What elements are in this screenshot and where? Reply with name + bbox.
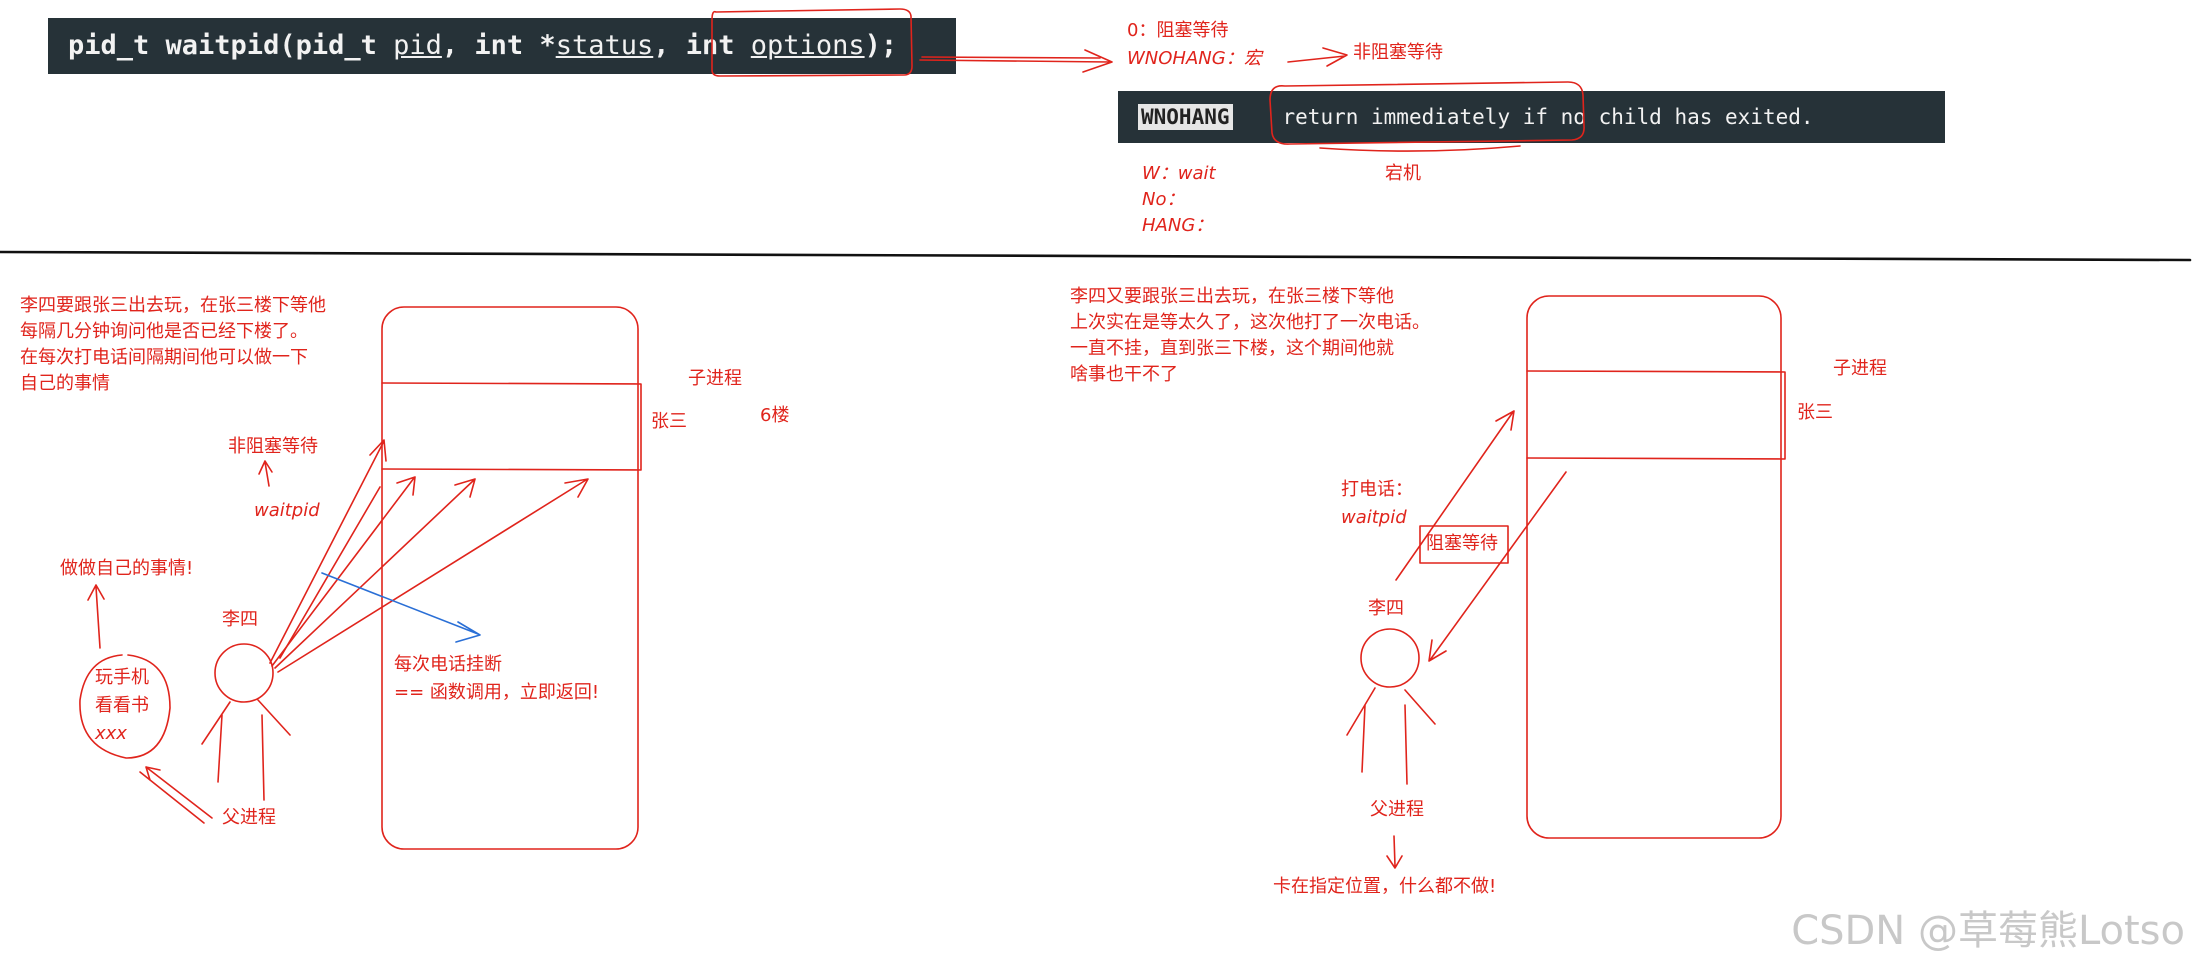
right-blocking-label: 阻塞等待 (1426, 533, 1498, 554)
right-call-arrow (1395, 410, 1515, 581)
left-call-arrow (277, 478, 589, 673)
left-child-process-label: 子进程 (688, 368, 742, 389)
left-story-line: 李四要跟张三出去玩，在张三楼下等他 (20, 295, 326, 316)
note-nonblocking-wait: 非阻塞等待 (1353, 42, 1443, 63)
left-activity: 玩手机 (95, 667, 149, 688)
stuck-down-arrow (1386, 835, 1403, 869)
right-story-line: 李四又要跟张三出去玩，在张三楼下等他 (1070, 286, 1394, 307)
waitpid-signature: pid_t waitpid(pid_t pid, int *status, in… (48, 18, 956, 74)
options-highlight-outline (711, 8, 913, 77)
sig-param-status: status (555, 30, 654, 61)
left-activity: xxx (95, 723, 127, 744)
right-parent-process-label: 父进程 (1370, 799, 1424, 820)
hangup-blue-arrow (321, 572, 481, 643)
right-child-process-label: 子进程 (1833, 358, 1887, 379)
left-do-own-things: 做做自己的事情! (60, 558, 194, 579)
right-lisi-label: 李四 (1368, 598, 1404, 619)
watermark: CSDN @草莓熊Lotso (1791, 908, 2185, 954)
left-hangup-line: 每次电话挂断 (394, 654, 502, 675)
manpage-highlight-outline (1269, 81, 1585, 145)
blocking-highlight-box (1419, 525, 1509, 564)
sig-param-options: options (750, 30, 865, 61)
left-story: 李四要跟张三出去玩，在张三楼下等他 每隔几分钟询问他是否已经下楼了。 在每次打电… (20, 293, 326, 397)
sig-sep1: , int * (441, 30, 556, 61)
left-floor-band (381, 382, 642, 471)
right-stuck-label: 卡在指定位置，什么都不做! (1273, 876, 1497, 897)
right-lisi-figure-body (1346, 687, 1436, 785)
right-return-arrow (1428, 471, 1567, 662)
options-arrow-shadow (921, 56, 1101, 59)
options-arrow (919, 49, 1113, 73)
left-call-arrow (271, 476, 416, 667)
left-lisi-figure-body (201, 699, 291, 801)
note-no: No： (1142, 189, 1185, 210)
right-story-line: 啥事也干不了 (1070, 364, 1178, 386)
right-waitpid-label: waitpid (1341, 507, 1407, 528)
manpage-underline (1319, 145, 1521, 152)
right-story-line: 一直不挂，直到张三下楼，这个期间他就 (1070, 338, 1394, 360)
parent-to-activity-arrow (139, 766, 213, 824)
left-building (381, 306, 639, 850)
right-story-line: 上次实在是等太久了，这次他打了一次电话。 (1070, 312, 1430, 334)
left-story-line: 在每次打电话间隔期间他可以做一下 (20, 347, 308, 369)
manpage-wnohang: WNOHANG return immediately if no child ha… (1118, 91, 1945, 143)
sig-param-pid: pid (393, 30, 442, 61)
right-zhangsan-label: 张三 (1797, 402, 1833, 423)
wnohang-arrow (1287, 47, 1348, 67)
left-activity: 看看书 (95, 695, 149, 716)
left-story-line: 每隔几分钟询问他是否已经下楼了。 (20, 321, 308, 343)
waitpid-up-arrow (258, 460, 273, 487)
left-nonblocking-label: 非阻塞等待 (228, 436, 318, 457)
left-story-line: 自己的事情 (20, 373, 110, 395)
left-call-arrow (274, 478, 476, 669)
note-hang: HANG： (1142, 215, 1214, 236)
left-floor-label: 6楼 (760, 405, 790, 426)
left-call-arrow (279, 486, 381, 659)
sig-kw-int: int (685, 30, 735, 61)
activity-circle (79, 654, 171, 759)
note-w-wait: W：wait (1142, 163, 1216, 184)
left-lisi-figure-head (214, 643, 274, 703)
right-call-label: 打电话： (1341, 479, 1413, 500)
note-wnohang-macro: WNOHANG：宏 (1127, 48, 1262, 69)
left-parent-process-label: 父进程 (222, 807, 276, 828)
left-waitpid-label: waitpid (254, 500, 320, 521)
sig-prefix: pid_t waitpid(pid_t (68, 30, 394, 61)
left-call-arrow (269, 439, 387, 664)
section-divider (0, 250, 2192, 262)
left-lisi-label: 李四 (222, 609, 258, 630)
left-hangup-line: == 函数调用，立即返回! (394, 682, 600, 703)
right-building (1526, 295, 1782, 839)
note-zero-blocking: 0：阻塞等待 (1127, 20, 1229, 41)
right-floor-band (1526, 370, 1786, 460)
note-hang-meaning: 宕机 (1385, 163, 1421, 184)
left-zhangsan-label: 张三 (651, 411, 687, 432)
manpage-keyword: WNOHANG (1138, 104, 1233, 130)
do-own-up-arrow (87, 584, 105, 649)
right-lisi-figure-head (1360, 628, 1420, 688)
right-story: 李四又要跟张三出去玩，在张三楼下等他 上次实在是等太久了，这次他打了一次电话。 … (1070, 284, 1430, 388)
sig-sep2: , (653, 30, 686, 61)
manpage-description: return immediately if no child has exite… (1282, 105, 1814, 129)
sig-suffix: ); (864, 30, 898, 61)
